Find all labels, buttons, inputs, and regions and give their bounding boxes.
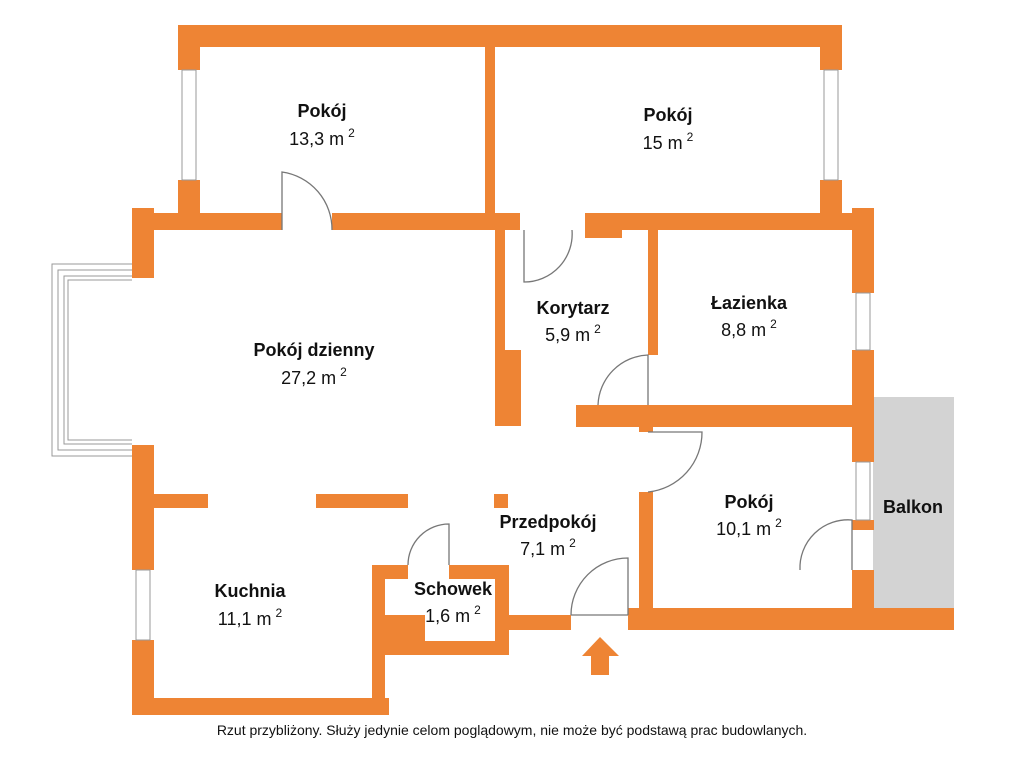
walls [132,25,954,715]
room-przedpokoj-name: Przedpokój [499,512,596,532]
windows [135,69,871,641]
room-kuchnia-name: Kuchnia [214,581,286,601]
room-lazienka-name: Łazienka [711,293,788,313]
room-pokoj-1-name: Pokój [297,101,346,121]
room-pokoj-2-name: Pokój [643,105,692,125]
doors [281,171,853,616]
entrance-arrow-icon [582,637,619,675]
disclaimer-text: Rzut przybliżony. Służy jedynie celom po… [216,722,808,738]
room-korytarz-name: Korytarz [536,298,609,318]
room-schowek-name: Schowek [414,579,493,599]
balcony-area [873,397,954,608]
room-pokoj-3-name: Pokój [724,492,773,512]
bay-window [51,263,132,457]
room-pokoj-dzienny-name: Pokój dzienny [253,340,374,360]
balcony-label: Balkon [883,497,943,517]
